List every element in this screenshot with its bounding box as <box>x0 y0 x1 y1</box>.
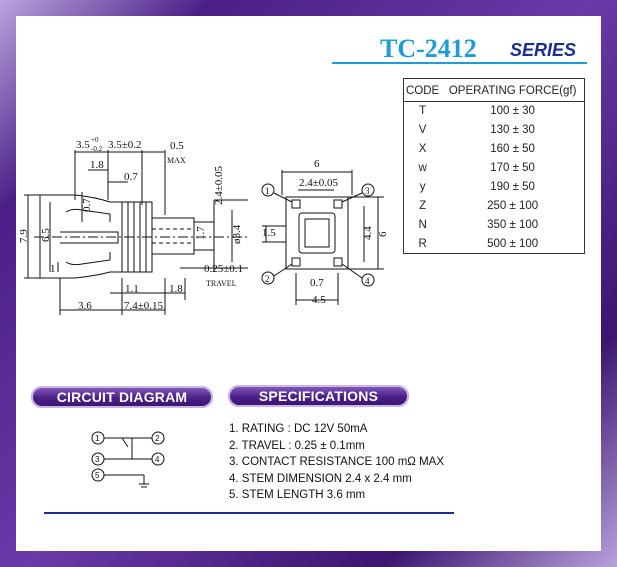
table-row: X 160 ± 50 <box>404 140 585 159</box>
dim-0-7: 0.7 <box>310 277 324 289</box>
circuit-pin-4: 4 <box>155 455 160 464</box>
title-underline <box>332 62 587 64</box>
model-title: TC-2412 <box>380 34 477 63</box>
spec-item: 2. TRAVEL : 0.25 ± 0.1mm <box>229 439 365 452</box>
dim-7-4: 7.4±0.15 <box>124 300 164 312</box>
circuit-diagram: 1 2 3 4 5 <box>91 431 165 488</box>
dim-4-4: 4.4 <box>362 226 374 240</box>
specifications-heading: SPECIFICATIONS <box>228 385 409 407</box>
force-cell: 170 ± 50 <box>490 162 535 175</box>
force-cell: 250 ± 100 <box>487 199 539 212</box>
series-label: SERIES <box>510 40 577 60</box>
pin-1-label: 1 <box>265 186 270 196</box>
spec-item: 5. STEM LENGTH 3.6 mm <box>229 489 366 501</box>
force-cell: 130 ± 30 <box>490 124 535 137</box>
force-cell: 100 ± 30 <box>490 105 535 118</box>
top-view-dimensions: 6 2.4±0.05 1.5 4.4 6 0.7 4.5 1 3 2 4 <box>262 158 389 306</box>
spec-item: 3. CONTACT RESISTANCE 100 mΩ MAX <box>229 456 445 468</box>
force-header: OPERATING FORCE(gf) <box>441 78 585 102</box>
dim-top-3: 0.5 <box>170 140 184 152</box>
dim-4-5: 4.5 <box>312 294 326 306</box>
code-cell: T <box>419 105 427 118</box>
pin-2-label: 2 <box>265 274 270 284</box>
circuit-pin-2: 2 <box>155 434 160 443</box>
table-row: T 100 ± 30 <box>404 102 585 121</box>
dim-2-4-top: 2.4±0.05 <box>299 177 339 189</box>
dim-1: 1 <box>50 263 56 275</box>
code-cell: V <box>418 124 427 137</box>
dim-0-7-top: 0.7 <box>124 171 138 183</box>
dim-3-6: 3.6 <box>78 300 92 312</box>
dim-1-8-bottom: 1.8 <box>169 283 183 295</box>
dim-max: MAX <box>167 156 186 165</box>
top-view-body <box>261 170 384 305</box>
code-cell: X <box>418 143 427 156</box>
datasheet-sheet <box>16 16 601 551</box>
force-cell: 160 ± 50 <box>490 143 535 156</box>
dim-top-1: 3.5 <box>76 139 90 151</box>
spec-item: 4. STEM DIMENSION 2.4 x 2.4 mm <box>229 472 412 485</box>
pin-3-label: 3 <box>365 186 370 196</box>
dim-2-4: 2.4±0.05 <box>213 165 225 205</box>
code-cell: N <box>418 218 427 231</box>
code-cell: y <box>419 181 426 193</box>
dim-0-25: 0.25±0.1 <box>204 263 243 275</box>
side-view-body <box>24 150 248 315</box>
dim-top-1-tol-minus: -0.2 <box>91 145 103 153</box>
table-row: y 190 ± 50 <box>404 178 585 197</box>
dim-3-4: ø3.4 <box>231 224 243 244</box>
dim-6-5: 6.5 <box>40 228 52 242</box>
table-row: w 170 ± 50 <box>404 159 585 178</box>
dim-0-7-left: 0.7 <box>81 198 93 212</box>
force-cell: 350 ± 100 <box>487 218 539 231</box>
dim-6-right: 6 <box>377 231 389 237</box>
specifications-list: 1. RATING : DC 12V 50mA 2. TRAVEL : 0.25… <box>229 421 444 504</box>
force-cell: 190 ± 50 <box>490 181 535 193</box>
spec-item: 1. RATING : DC 12V 50mA <box>229 423 368 435</box>
dim-top-2: 3.5±0.2 <box>108 139 142 151</box>
force-cell: 500 ± 100 <box>487 237 539 250</box>
dim-1-5: 1.5 <box>262 227 276 239</box>
circuit-pin-5: 5 <box>95 471 100 480</box>
bottom-divider <box>44 512 454 514</box>
code-cell: R <box>418 237 427 250</box>
dim-top-1-tol-plus: +0 <box>91 136 99 144</box>
dim-1-7: 1.7 <box>195 226 207 240</box>
dim-7-9: 7.9 <box>18 229 30 243</box>
operating-force-table: CODE OPERATING FORCE(gf) T 100 ± 30 V 130 … <box>403 78 585 255</box>
pin-4-label: 4 <box>365 276 370 286</box>
dim-6: 6 <box>314 158 320 170</box>
circuit-pin-1: 1 <box>95 434 100 443</box>
table-row: R 500 ± 100 <box>404 234 585 253</box>
table-row: N 350 ± 100 <box>404 215 585 234</box>
table-row: V 130 ± 30 <box>404 121 585 140</box>
table-row: Z 250 ± 100 <box>404 196 585 215</box>
table-header-row: CODE OPERATING FORCE(gf) <box>403 78 585 102</box>
circuit-diagram-heading: CIRCUIT DIAGRAM <box>31 386 213 408</box>
code-header: CODE <box>403 78 442 102</box>
code-cell: w <box>418 162 427 175</box>
code-cell: Z <box>419 199 427 212</box>
dim-1-1: 1.1 <box>125 283 139 295</box>
side-view-dimensions: 3.5 +0 -0.2 3.5±0.2 0.5 MAX 1.8 0.7 2.4±… <box>18 136 243 312</box>
circuit-pin-3: 3 <box>95 455 100 464</box>
dim-1-8-top: 1.8 <box>90 159 104 171</box>
travel-label: TRAVEL <box>206 279 237 288</box>
